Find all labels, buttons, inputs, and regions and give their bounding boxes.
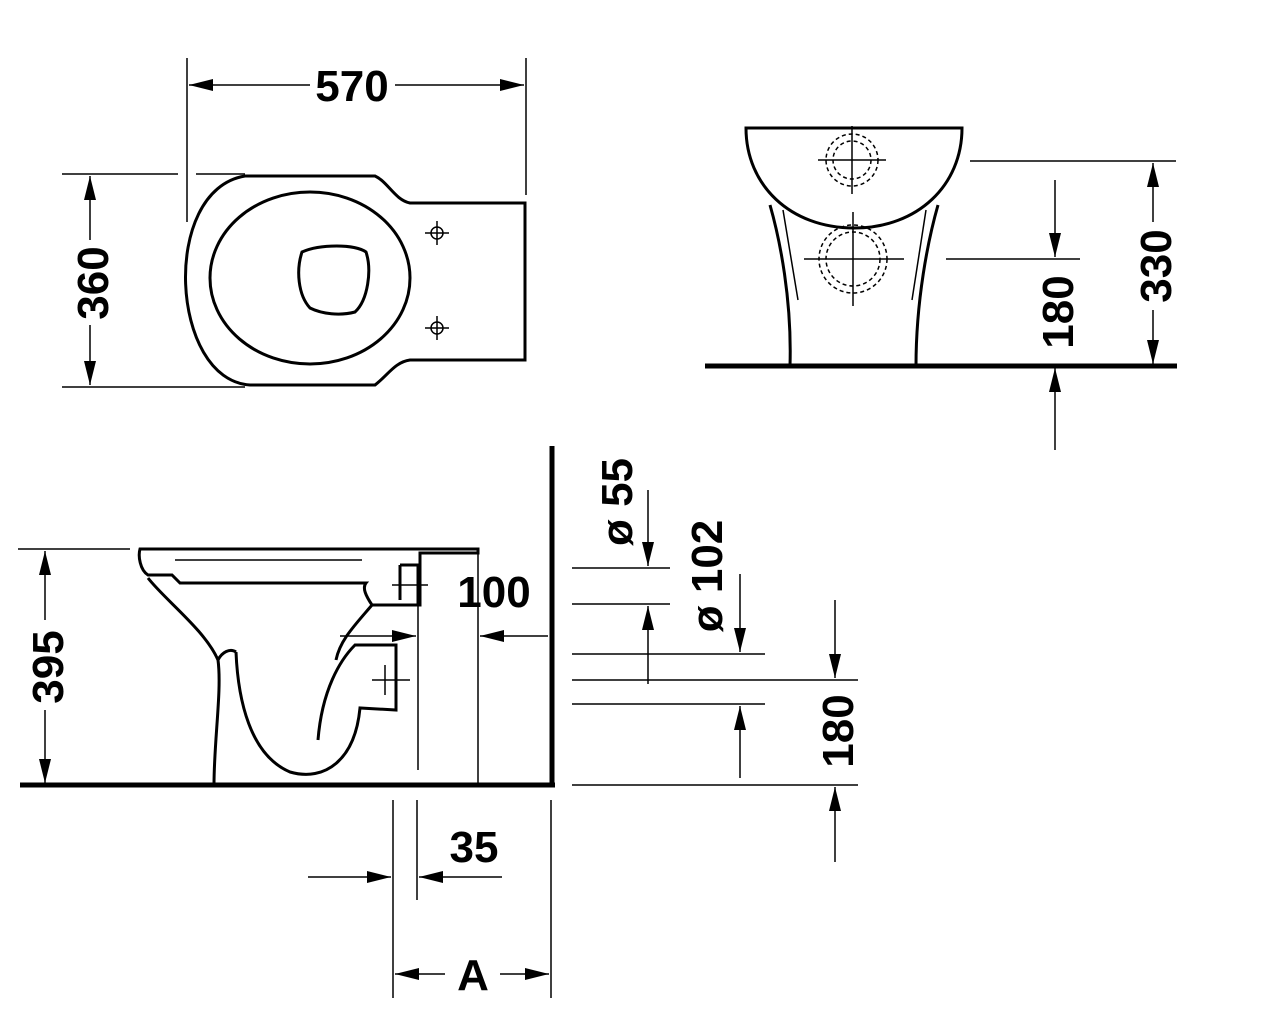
dimension-label-180-front: 180: [1034, 275, 1083, 348]
dimension-395: [18, 548, 130, 783]
dimension-180-front: [946, 180, 1080, 450]
top-view-inner-rim: [208, 190, 412, 366]
dimension-diameter-102: [572, 574, 765, 778]
dimension-label-100: 100: [457, 568, 530, 617]
side-view-body: [146, 577, 221, 786]
dimension-label-diameter-102: ø 102: [683, 520, 732, 633]
fixing-hole-icon: [425, 316, 449, 340]
side-view: 395 100 ø 55 ø 102: [18, 446, 863, 1000]
dimension-label-570: 570: [315, 62, 388, 111]
dimension-label-180-side: 180: [814, 694, 863, 767]
front-view-pedestal: [768, 204, 940, 367]
front-view-bowl: [744, 126, 964, 230]
dimension-label-35: 35: [450, 823, 499, 872]
fixing-hole-icon: [425, 221, 449, 245]
top-view-outline: [184, 174, 527, 387]
dimension-570: [186, 58, 527, 222]
dimension-label-330: 330: [1132, 229, 1181, 302]
dimension-label-diameter-55: ø 55: [593, 458, 642, 546]
dimension-330: [970, 160, 1176, 364]
top-view: 570 360: [62, 58, 527, 388]
dimension-35: [308, 800, 502, 998]
dimension-label-360: 360: [69, 246, 118, 319]
dimension-diameter-55: [572, 490, 670, 684]
top-view-drain-opening: [297, 244, 371, 316]
dimension-A: [395, 800, 552, 998]
dimension-360: [62, 173, 245, 388]
front-view: 180 330: [705, 126, 1181, 450]
dimension-180-side: [572, 600, 858, 862]
dimension-label-395: 395: [24, 630, 73, 703]
dimension-100: [340, 630, 548, 642]
side-view-rim: [137, 547, 480, 607]
dimension-label-A: A: [457, 951, 489, 1000]
